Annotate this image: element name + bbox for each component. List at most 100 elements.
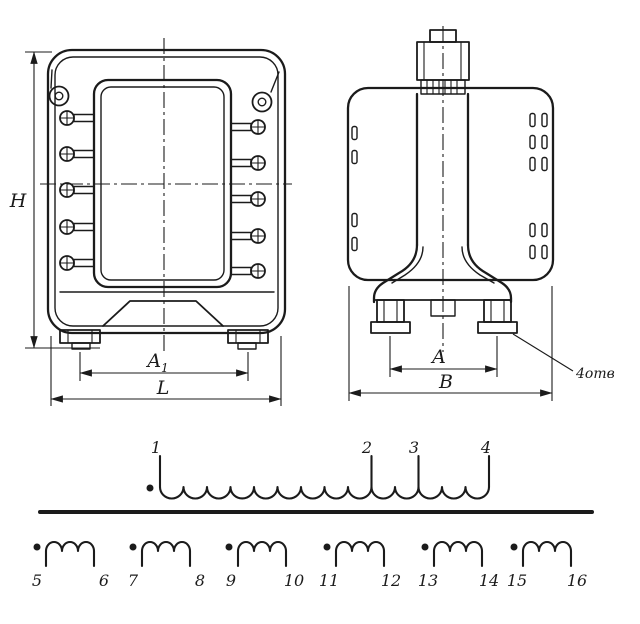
pin-lug xyxy=(230,231,252,241)
terminal-label-11: 11 xyxy=(319,571,339,590)
secondary-coil xyxy=(521,540,573,568)
terminal-label-3: 3 xyxy=(409,438,419,457)
primary-polarity-dot xyxy=(146,484,154,492)
secondary-coil xyxy=(334,540,386,568)
strap-end-right xyxy=(270,71,280,93)
terminal-label-6: 6 xyxy=(99,571,109,590)
winding-schematic: 1 2 3 4 5 6 7 8 9 10 11 12 xyxy=(32,438,594,590)
terminal-label-13: 13 xyxy=(418,571,438,590)
leader-line-holes xyxy=(512,333,574,372)
skirt-outer-left xyxy=(372,243,419,304)
lamination-slot xyxy=(541,244,548,260)
strap-end-left xyxy=(50,69,53,89)
secondary-winding: 15 16 xyxy=(507,540,587,590)
holes-note-label: 4отв xyxy=(575,366,615,382)
secondary-winding: 7 8 xyxy=(128,540,205,590)
terminal-pin-right xyxy=(230,119,266,135)
terminal-pin-right xyxy=(230,191,266,207)
pin-lug xyxy=(230,158,252,168)
terminal-label-2: 2 xyxy=(361,438,372,457)
secondary-coil xyxy=(140,540,192,568)
foot-body xyxy=(483,299,512,323)
mounting-foot-side-right xyxy=(477,299,518,334)
lamination-slot xyxy=(529,112,536,128)
lamination-slot xyxy=(541,112,548,128)
strap-inner-outline xyxy=(54,56,279,327)
pin-lug xyxy=(230,122,252,132)
primary-winding-coil xyxy=(158,485,491,500)
lamination-slot xyxy=(541,156,548,172)
strap-ear-right xyxy=(251,91,273,113)
foot-base xyxy=(370,321,411,334)
foot-body xyxy=(376,299,405,323)
terminal-pin-left xyxy=(59,110,95,126)
terminal-label-8: 8 xyxy=(195,571,205,590)
clamp-trapezoid xyxy=(102,300,224,327)
lamination-slot xyxy=(541,222,548,238)
secondary-winding: 5 6 xyxy=(32,540,109,590)
secondary-coil xyxy=(432,540,484,568)
terminal-label-9: 9 xyxy=(226,571,236,590)
secondary-winding: 11 12 xyxy=(319,540,401,590)
mounting-foot-front-left xyxy=(59,329,101,350)
dim-A1-subscript: 1 xyxy=(161,361,169,375)
terminal-label-5: 5 xyxy=(32,571,42,590)
lamination-slot xyxy=(529,134,536,150)
secondary-coil xyxy=(236,540,288,568)
terminal-label-16: 16 xyxy=(567,571,587,590)
secondary-polarity-dot xyxy=(421,543,429,551)
skirt-outer-right xyxy=(466,243,513,304)
foot-base xyxy=(477,321,518,334)
strap-ear-hole-left xyxy=(54,91,64,101)
terminal-label-7: 7 xyxy=(128,571,139,590)
strap-outer-outline xyxy=(46,48,287,335)
lamination-slot xyxy=(351,149,358,165)
secondary-polarity-dot xyxy=(33,543,41,551)
lamination-slot xyxy=(351,212,358,228)
pin-lug xyxy=(73,222,95,232)
terminal-pin-right xyxy=(230,155,266,171)
front-view xyxy=(40,38,292,352)
terminal-pin-left xyxy=(59,182,95,198)
dim-B-label: B xyxy=(438,371,453,393)
core-block-outline xyxy=(346,86,555,282)
terminal-label-1: 1 xyxy=(151,438,161,457)
mounting-foot-front-right xyxy=(227,329,269,350)
strap-ear-left xyxy=(48,85,70,107)
pin-lug xyxy=(73,113,95,123)
secondary-polarity-dot xyxy=(323,543,331,551)
pin-lug xyxy=(73,258,95,268)
terminal-pin-left xyxy=(59,146,95,162)
dim-A-label: A xyxy=(430,346,446,368)
strap-ear-hole-right xyxy=(257,97,267,107)
foot-tab xyxy=(237,342,257,350)
pin-lug xyxy=(230,266,252,276)
pin-lug xyxy=(230,194,252,204)
terminal-pin-left xyxy=(59,219,95,235)
dimensions: H A1 L A B 4отв xyxy=(9,51,615,406)
dim-H-label: H xyxy=(9,190,27,212)
terminal-pin-right xyxy=(230,228,266,244)
secondary-coil xyxy=(44,540,96,568)
terminal-label-4: 4 xyxy=(480,438,491,457)
terminal-pin-left xyxy=(59,255,95,271)
secondary-winding: 13 14 xyxy=(418,540,499,590)
side-view xyxy=(346,26,555,352)
lamination-slot xyxy=(529,244,536,260)
secondary-winding: 9 10 xyxy=(225,540,304,590)
foot-tab xyxy=(71,342,91,350)
secondary-polarity-dot xyxy=(510,543,518,551)
pin-lug xyxy=(73,149,95,159)
terminal-label-14: 14 xyxy=(479,571,499,590)
terminal-pin-right xyxy=(230,263,266,279)
mounting-foot-side-left xyxy=(370,299,411,334)
secondary-polarity-dot xyxy=(225,543,233,551)
lamination-slot xyxy=(541,134,548,150)
secondary-polarity-dot xyxy=(129,543,137,551)
skirt-inner-right xyxy=(461,246,495,284)
lamination-slot xyxy=(351,236,358,252)
dim-L-label: L xyxy=(156,377,170,399)
terminal-label-15: 15 xyxy=(507,571,527,590)
